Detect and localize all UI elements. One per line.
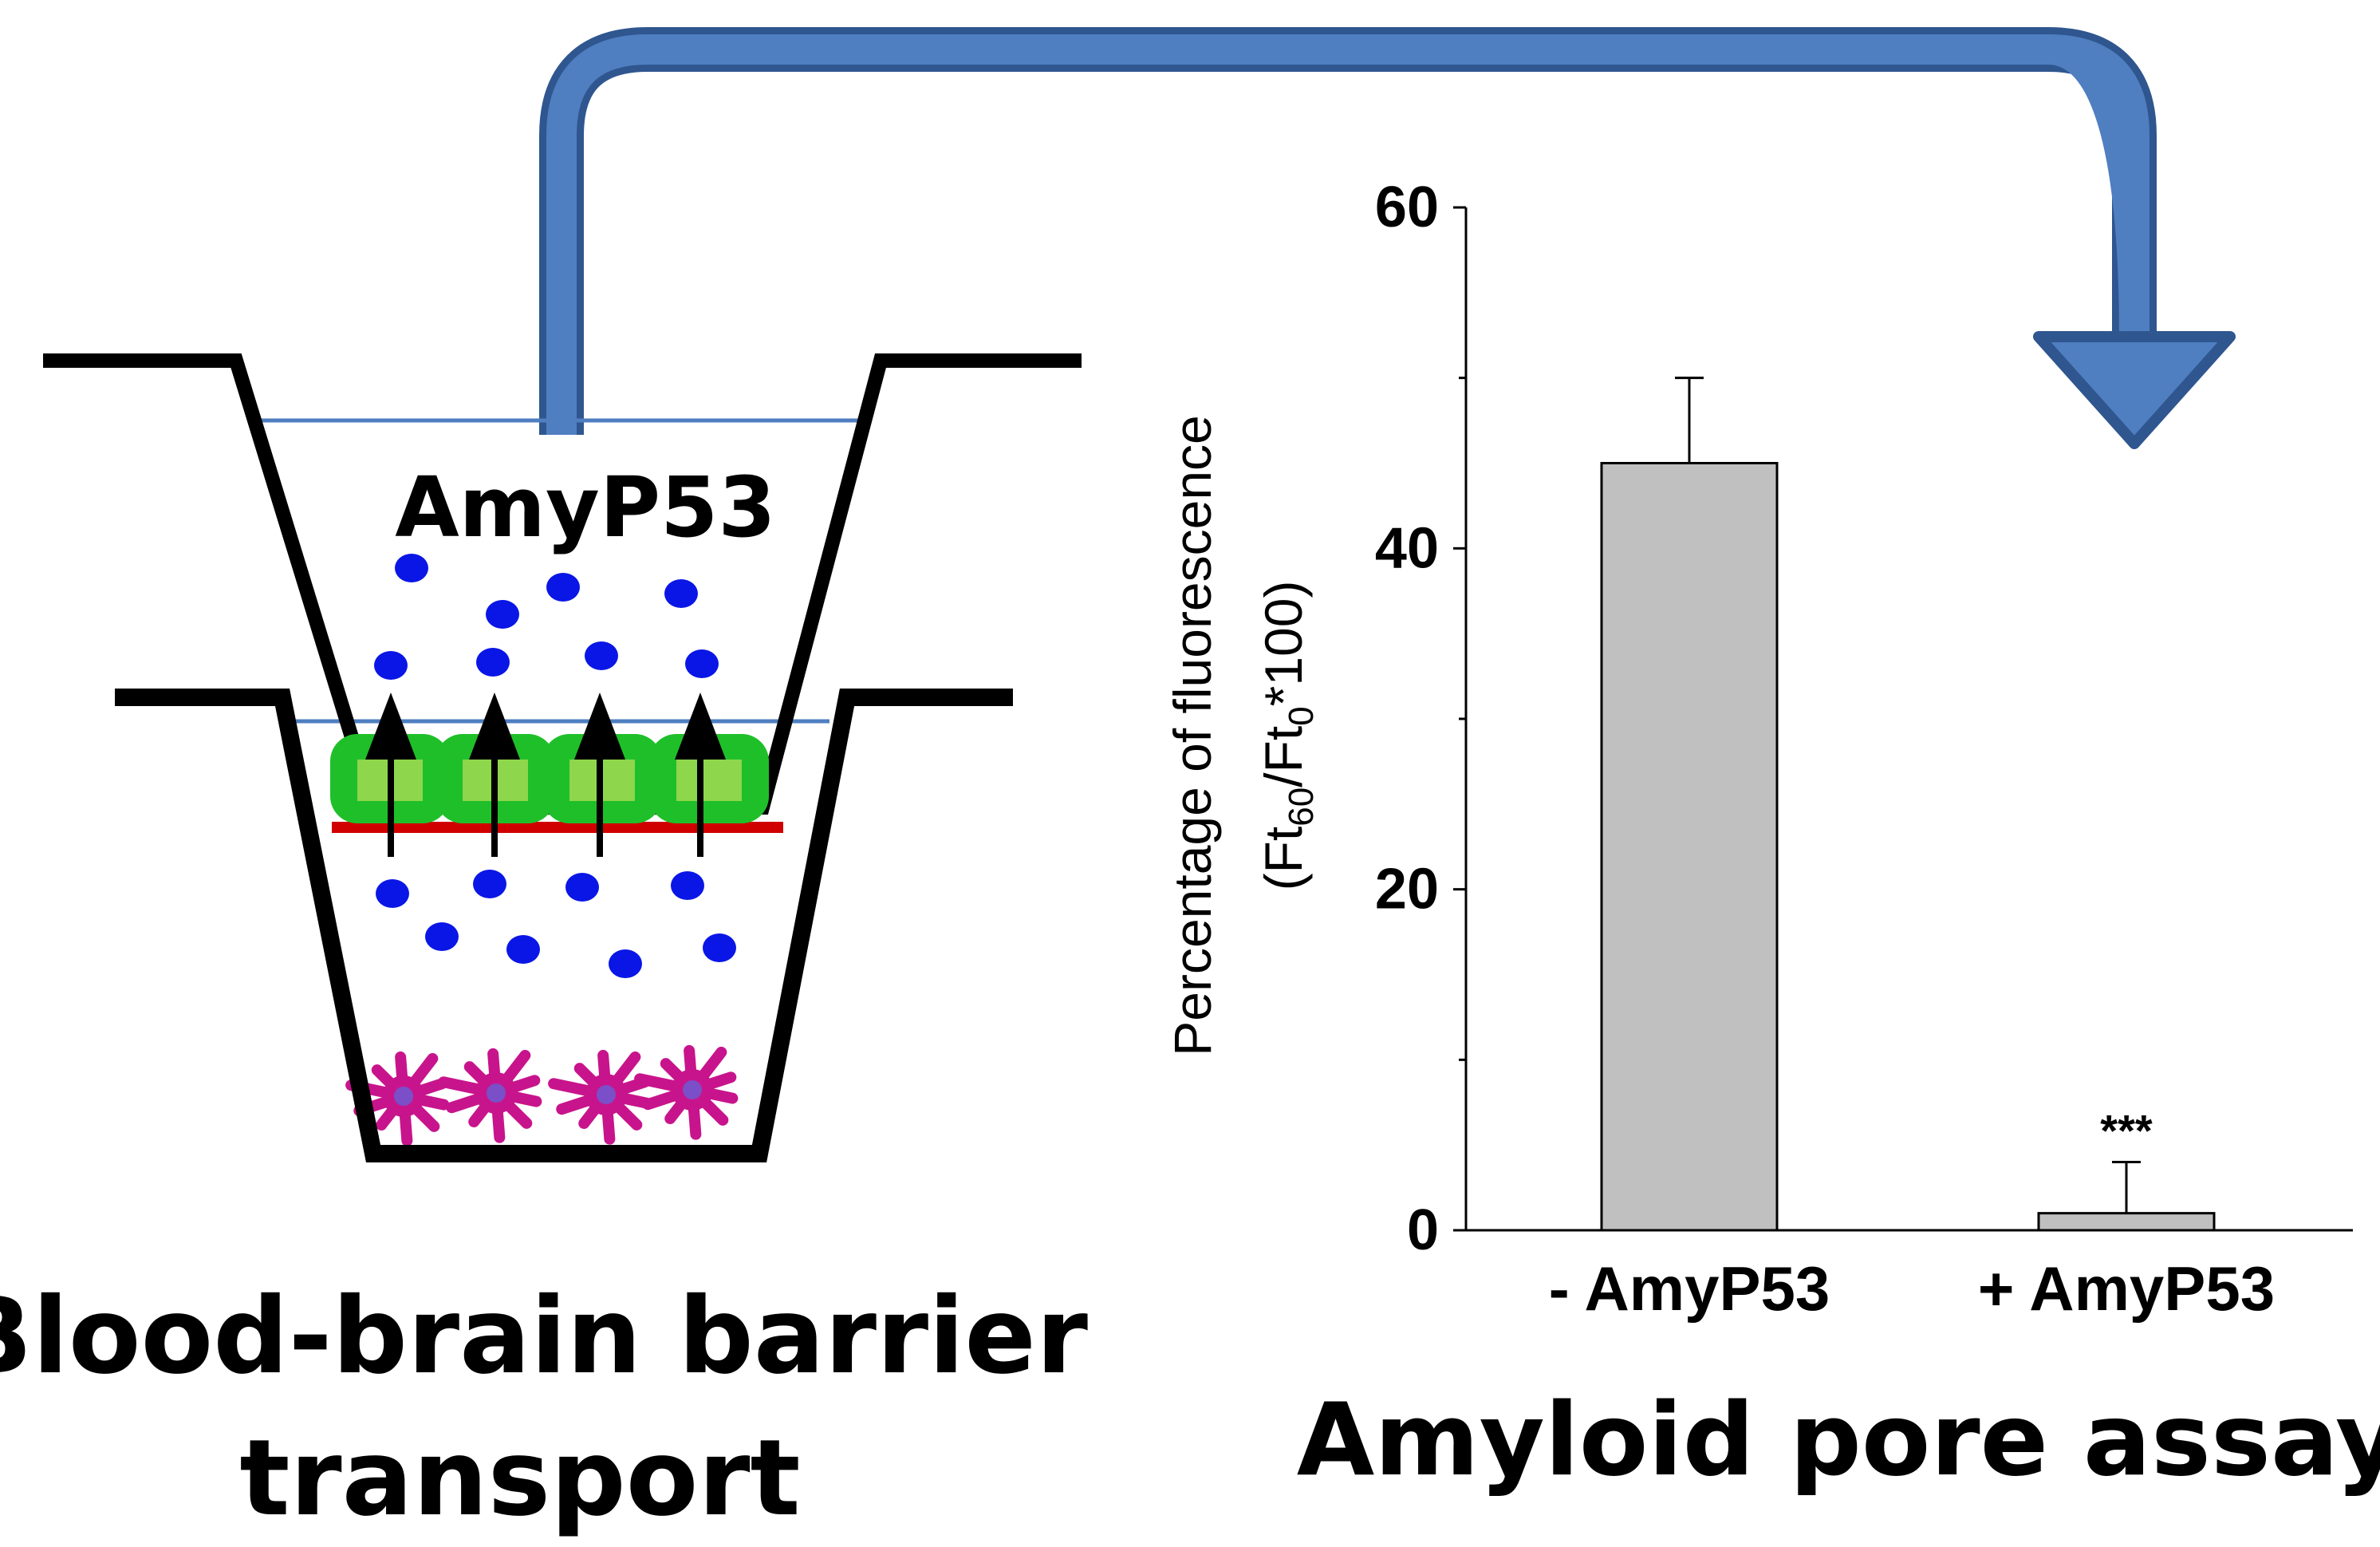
cell-base xyxy=(332,822,783,833)
chart-bars: *** xyxy=(1600,377,2216,1232)
transport-arrow xyxy=(675,693,726,857)
amyp53-molecule xyxy=(565,873,599,902)
amyp53-molecule xyxy=(685,649,719,678)
amyp53-molecule xyxy=(486,600,519,629)
amyp53-molecule xyxy=(703,933,736,962)
y-tick-label: 20 xyxy=(1375,858,1439,921)
amyp53-molecule xyxy=(425,922,459,951)
transport-arrows xyxy=(365,693,726,857)
y-tick-label: 40 xyxy=(1375,516,1439,580)
amyp53-molecule xyxy=(376,879,409,908)
transwell-schematic: AmyP53 xyxy=(43,353,1082,1162)
ylabel-part-b: /Ft xyxy=(1254,726,1313,787)
astrocyte xyxy=(634,1044,739,1140)
compound-label: AmyP53 xyxy=(395,459,776,556)
transfer-arrow-edge xyxy=(539,27,2157,435)
amyp53-molecule xyxy=(374,651,408,680)
transfer-arrow-body xyxy=(546,34,2149,435)
astrocyte-nucleus xyxy=(487,1083,506,1103)
amyp53-molecule xyxy=(476,648,510,677)
astrocyte xyxy=(438,1048,542,1143)
amyp53-molecule xyxy=(506,935,540,964)
amyp53-molecule xyxy=(546,573,580,602)
transport-arrow xyxy=(574,693,625,857)
chart-ticks: 0 20 40 60 xyxy=(1375,176,1466,1262)
transfer-arrow xyxy=(539,27,2236,449)
amyp53-molecule xyxy=(664,579,698,608)
ylabel-sub-b: 0 xyxy=(1282,706,1321,725)
ylabel-part-a: (Ft xyxy=(1254,827,1313,891)
bar xyxy=(1600,462,1779,1232)
y-axis-label-line2: (Ft60/Ft0*100) xyxy=(1254,581,1321,891)
transfer-arrow-shaft-fix xyxy=(2047,34,2149,343)
category-label: - AmyP53 xyxy=(1549,1253,1830,1324)
amyp53-molecule xyxy=(473,870,506,898)
amyp53-molecule xyxy=(585,641,618,670)
right-caption: Amyloid pore assay xyxy=(1297,1381,2380,1498)
astrocyte-nucleus xyxy=(394,1087,413,1106)
transport-arrow xyxy=(469,693,520,857)
cell-nucleus xyxy=(676,760,742,801)
amyp53-molecule xyxy=(395,554,428,582)
chart-axes xyxy=(1464,207,2353,1232)
category-label: + AmyP53 xyxy=(1978,1253,2275,1324)
left-caption-line1: Blood-brain barrier xyxy=(0,1275,1088,1398)
y-axis-label-line1: Percentage of fluorescence xyxy=(1163,415,1222,1056)
inner-insert-wall xyxy=(115,689,1013,1162)
molecules xyxy=(374,554,736,978)
bar xyxy=(2037,1212,2216,1232)
astrocyte xyxy=(548,1049,652,1145)
amyp53-molecule xyxy=(609,949,642,978)
left-caption-line2: transport xyxy=(239,1417,800,1540)
astrocyte-nucleus xyxy=(597,1085,616,1104)
ylabel-sub-a: 60 xyxy=(1282,787,1321,827)
chart-category-labels: - AmyP53 + AmyP53 xyxy=(1549,1253,2275,1324)
transfer-arrow-head xyxy=(2033,331,2236,449)
transport-arrow xyxy=(365,693,416,857)
y-tick-label: 60 xyxy=(1375,176,1439,239)
bar-chart: *** 0 20 40 60 - AmyP53 + AmyP53 Percentage … xyxy=(1163,176,2353,1324)
ylabel-part-c: *100) xyxy=(1254,581,1313,707)
astrocyte-nucleus xyxy=(683,1080,702,1099)
astrocytes xyxy=(345,1044,739,1146)
significance-marker: *** xyxy=(2100,1106,2153,1156)
y-tick-label: 0 xyxy=(1407,1198,1439,1262)
amyp53-molecule xyxy=(671,871,704,900)
